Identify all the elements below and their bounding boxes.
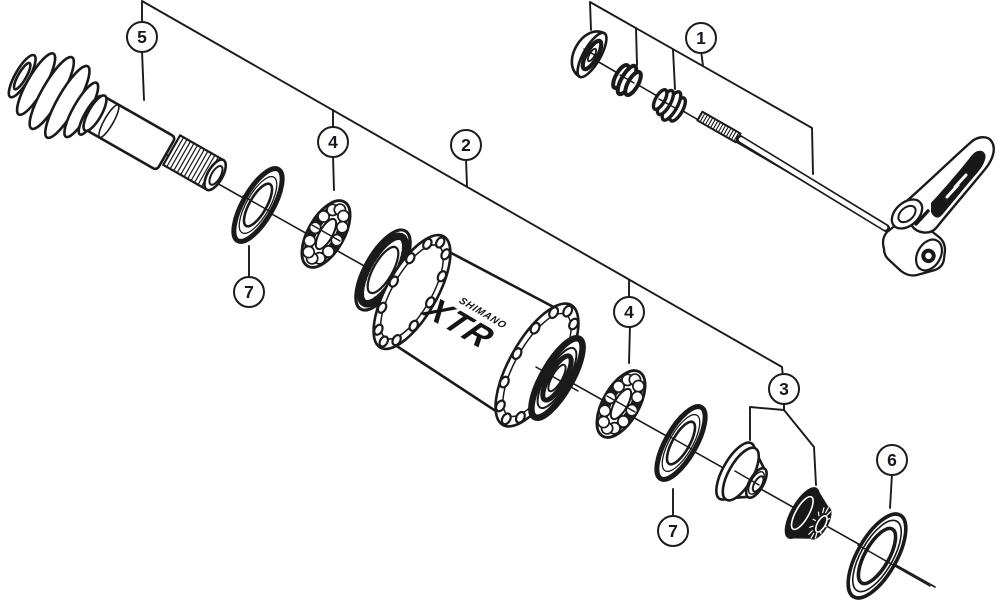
callout-6-dust-cap: 6 [876, 444, 908, 476]
callout-4-ball-retainer-right: 4 [613, 296, 645, 328]
ball-retainer-left [300, 199, 352, 269]
hub-bore-bearing-cup [528, 335, 586, 421]
qr-adjusting-nut-face [914, 238, 944, 272]
qr-spring-small [611, 62, 643, 98]
axle-shaft [82, 94, 176, 171]
callout-2-complete-hub-axle: 2 [450, 129, 482, 161]
dust-cap [846, 512, 908, 600]
qr-end-nut [570, 30, 608, 79]
rotor-spline-ring [354, 228, 412, 312]
callout-7-seal-ring-right: 7 [657, 515, 689, 547]
bracket-assembly-2 [141, 0, 784, 378]
bracket-locknut-unit-3 [749, 402, 817, 486]
callout-7-seal-ring-left: 7 [233, 276, 265, 308]
callout-1-quick-release: 1 [685, 22, 717, 54]
axle-threaded-end [162, 134, 228, 192]
axis-through-bores [242, 48, 931, 587]
locknut [784, 487, 832, 540]
hub-left-flange [372, 233, 452, 351]
callout-4-ball-retainer-left: 4 [317, 126, 349, 158]
callout-5-axle-unit: 5 [126, 21, 158, 53]
axle-rubber-boot [7, 52, 105, 140]
qr-skewer-thread [696, 110, 742, 144]
qr-skewer-rod [736, 135, 890, 232]
leader-lines [141, 50, 893, 518]
qr-lever-boss [890, 198, 924, 230]
callout-3-locknut-unit: 3 [768, 373, 800, 405]
